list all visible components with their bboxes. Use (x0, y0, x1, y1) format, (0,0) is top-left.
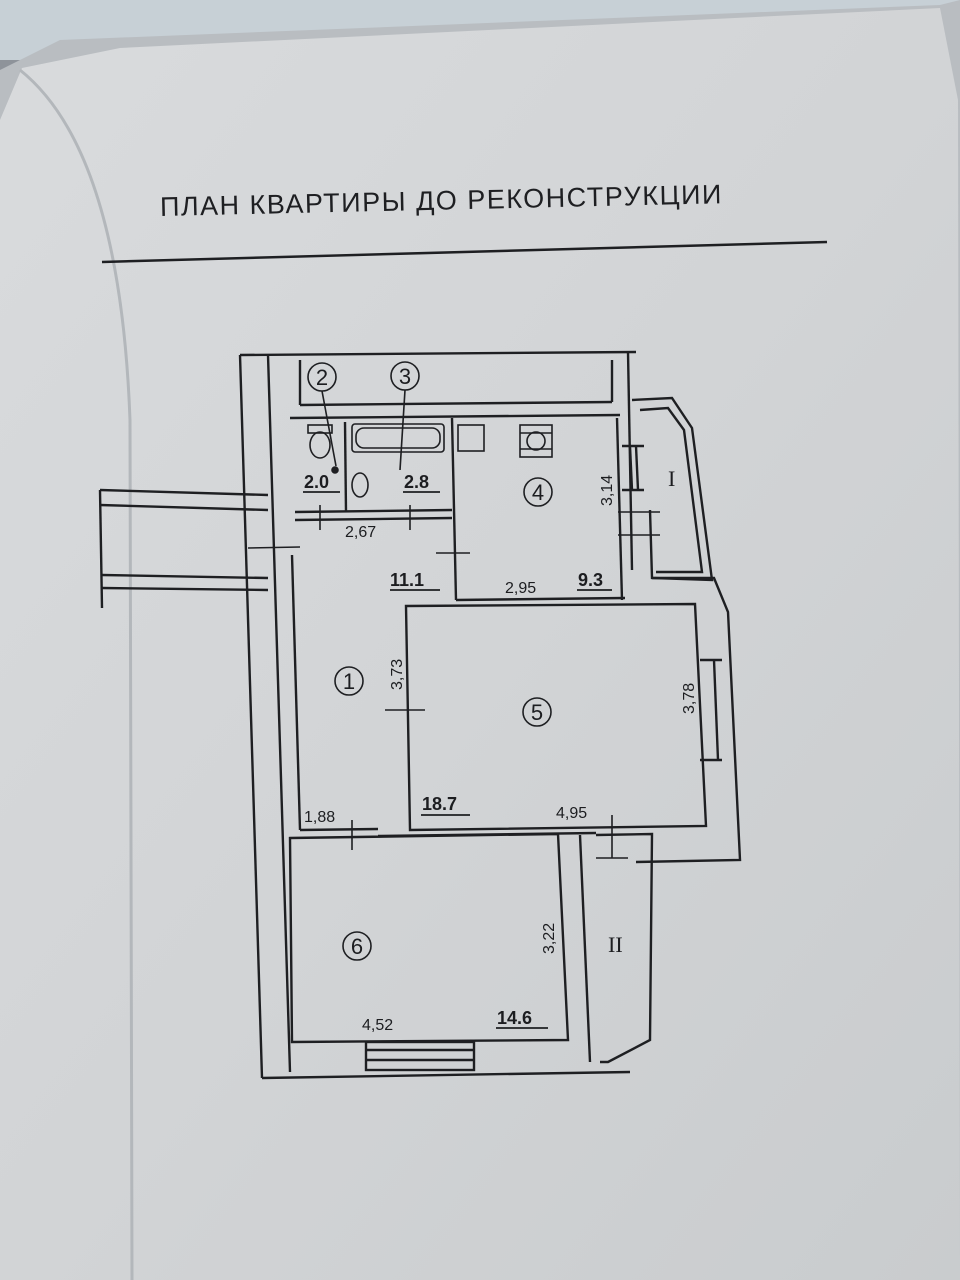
room-number-4: 4 (532, 480, 544, 505)
room-area-2: 2.0 (304, 472, 329, 492)
balcony-labels: I II (608, 466, 675, 957)
room-area-1: 11.1 (390, 570, 424, 590)
room-area-6: 14.6 (497, 1008, 532, 1028)
room-number-5: 5 (531, 700, 543, 725)
fixtures (307, 423, 553, 498)
room-number-2: 2 (316, 365, 328, 390)
dim-bedroom-width: 4,52 (362, 1017, 393, 1034)
dim-kitchen-width: 2,95 (505, 580, 536, 597)
room-area-5: 18.7 (422, 794, 457, 814)
dim-corridor-width: 2,67 (345, 524, 376, 541)
dim-hall-length: 3,73 (389, 659, 406, 690)
walls (98, 350, 742, 1080)
dimension-labels: 2,67 2,95 1,88 4,95 4,52 3,14 3,73 3,78 … (304, 475, 698, 1034)
dim-hall-bottom-width: 1,88 (304, 809, 335, 826)
title-underline (101, 240, 828, 264)
balcony-label-1: I (668, 466, 675, 491)
room-number-1: 1 (343, 669, 355, 694)
room-area-4: 9.3 (578, 570, 603, 590)
dim-living-width: 4,95 (556, 805, 587, 822)
balcony-label-2: II (608, 932, 623, 957)
room-markers (307, 361, 553, 961)
door-ticks (247, 505, 660, 859)
dim-kitchen-depth: 3,14 (599, 475, 616, 506)
room-area-3: 2.8 (404, 472, 429, 492)
room-areas: 2.0 2.8 11.1 9.3 18.7 14.6 (304, 472, 603, 1028)
dim-bedroom-depth: 3,22 (541, 923, 558, 954)
room-numbers: 2 3 4 1 5 6 (316, 364, 544, 959)
room-number-3: 3 (399, 364, 411, 389)
room-number-6: 6 (351, 934, 363, 959)
area-underlines (303, 491, 612, 1029)
dim-living-depth: 3,78 (681, 683, 698, 714)
